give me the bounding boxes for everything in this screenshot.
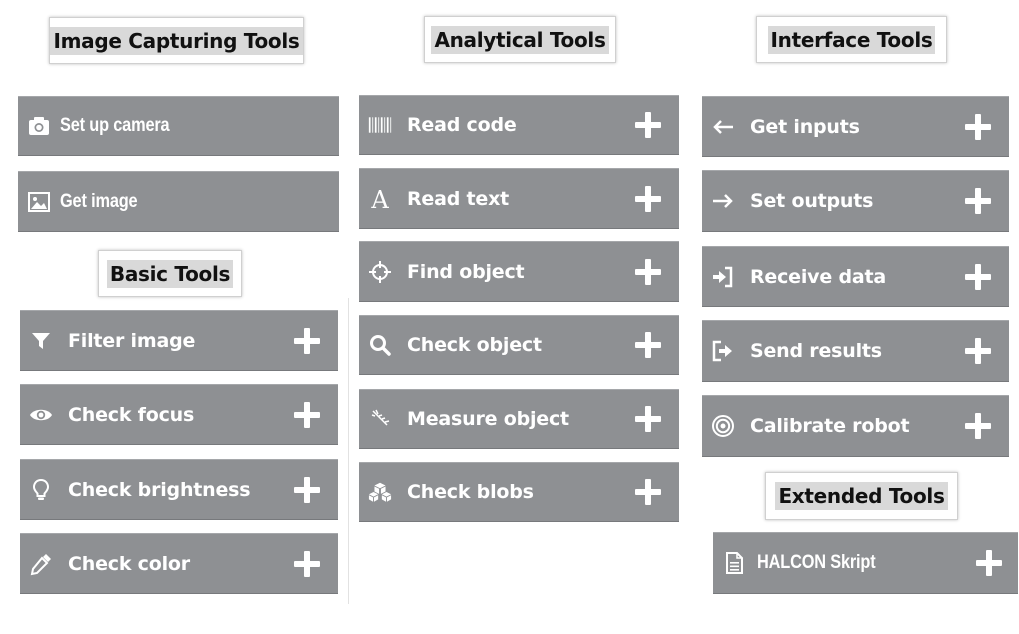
image-capturing-tools-header: Image Capturing Tools <box>49 17 304 64</box>
add-icon[interactable] <box>965 413 991 439</box>
tool-halcon-skript[interactable]: HALCON Skript <box>713 532 1018 594</box>
tool-filter-image[interactable]: Filter image <box>20 310 338 371</box>
arrow-right-icon <box>710 188 736 214</box>
tool-label: Get inputs <box>750 115 860 138</box>
tool-label: Check object <box>407 334 542 356</box>
tool-label: Check blobs <box>407 481 534 503</box>
basic-tools-title: Basic Tools <box>106 259 234 288</box>
tool-label: Set outputs <box>750 190 874 212</box>
tool-label: Measure object <box>407 408 569 430</box>
add-icon[interactable] <box>965 338 991 364</box>
tool-read-text[interactable]: A Read text <box>359 168 679 229</box>
analytical-tools-header: Analytical Tools <box>424 16 616 63</box>
add-icon[interactable] <box>294 550 320 577</box>
tool-get-inputs[interactable]: Get inputs <box>702 96 1009 157</box>
tool-receive-data[interactable]: Receive data <box>702 246 1009 307</box>
target-icon <box>710 413 736 439</box>
barcode-icon <box>367 112 393 138</box>
add-icon[interactable] <box>294 476 320 503</box>
tool-get-image[interactable]: Get image <box>18 171 339 232</box>
extended-tools-title: Extended Tools <box>775 482 948 510</box>
tool-calibrate-robot[interactable]: Calibrate robot <box>702 395 1009 457</box>
add-icon[interactable] <box>635 332 661 358</box>
text-icon: A <box>367 186 393 212</box>
tool-label: Filter image <box>68 329 196 352</box>
basic-tools-header: Basic Tools <box>98 250 242 297</box>
tool-check-color[interactable]: Check color <box>20 533 338 594</box>
document-icon <box>721 550 747 576</box>
tool-check-object[interactable]: Check object <box>359 315 679 375</box>
eyedropper-icon <box>28 551 54 577</box>
caliper-icon <box>367 406 393 432</box>
tool-label: HALCON Skript <box>757 552 876 573</box>
add-icon[interactable] <box>976 550 1002 576</box>
tool-label: Find object <box>407 260 525 283</box>
add-icon[interactable] <box>965 263 991 290</box>
interface-tools-title: Interface Tools <box>767 25 936 54</box>
add-icon[interactable] <box>965 188 991 214</box>
column-divider <box>348 298 349 604</box>
add-icon[interactable] <box>635 406 661 432</box>
add-icon[interactable] <box>635 185 661 212</box>
add-icon[interactable] <box>294 327 320 354</box>
filter-icon <box>28 328 54 354</box>
image-icon <box>26 189 52 215</box>
tool-set-outputs[interactable]: Set outputs <box>702 170 1009 232</box>
search-icon <box>367 332 393 358</box>
tool-label: Read text <box>407 187 510 210</box>
tool-read-code[interactable]: Read code <box>359 95 679 155</box>
tool-label: Check brightness <box>68 478 251 501</box>
analytical-tools-title: Analytical Tools <box>431 25 609 54</box>
interface-tools-header: Interface Tools <box>756 16 947 63</box>
extended-tools-header: Extended Tools <box>765 472 958 520</box>
add-icon[interactable] <box>294 401 320 428</box>
crosshair-icon <box>367 259 393 285</box>
tool-label: Check color <box>68 552 190 575</box>
lightbulb-icon <box>28 477 54 503</box>
image-capturing-tools-title: Image Capturing Tools <box>50 26 303 55</box>
tool-label: Set up camera <box>60 115 170 136</box>
add-icon[interactable] <box>635 479 661 505</box>
tool-label: Check focus <box>68 403 195 426</box>
tool-find-object[interactable]: Find object <box>359 241 679 302</box>
add-icon[interactable] <box>635 112 661 138</box>
tool-set-up-camera[interactable]: Set up camera <box>18 96 339 156</box>
tool-check-focus[interactable]: Check focus <box>20 384 338 445</box>
tool-measure-object[interactable]: Measure object <box>359 389 679 449</box>
arrow-left-icon <box>710 114 736 140</box>
cubes-icon <box>367 479 393 505</box>
sign-out-icon <box>710 338 736 364</box>
tool-label: Send results <box>750 340 882 362</box>
camera-icon <box>26 113 52 139</box>
sign-in-icon <box>710 264 736 290</box>
tool-send-results[interactable]: Send results <box>702 320 1009 382</box>
tool-check-brightness[interactable]: Check brightness <box>20 459 338 520</box>
add-icon[interactable] <box>635 258 661 285</box>
tool-label: Receive data <box>750 265 886 288</box>
add-icon[interactable] <box>965 113 991 140</box>
tool-check-blobs[interactable]: Check blobs <box>359 462 679 522</box>
tool-label: Get image <box>60 190 138 212</box>
tool-label: Calibrate robot <box>750 415 910 437</box>
svg-text:A: A <box>370 187 389 211</box>
tool-label: Read code <box>407 114 517 136</box>
eye-icon <box>28 402 54 428</box>
